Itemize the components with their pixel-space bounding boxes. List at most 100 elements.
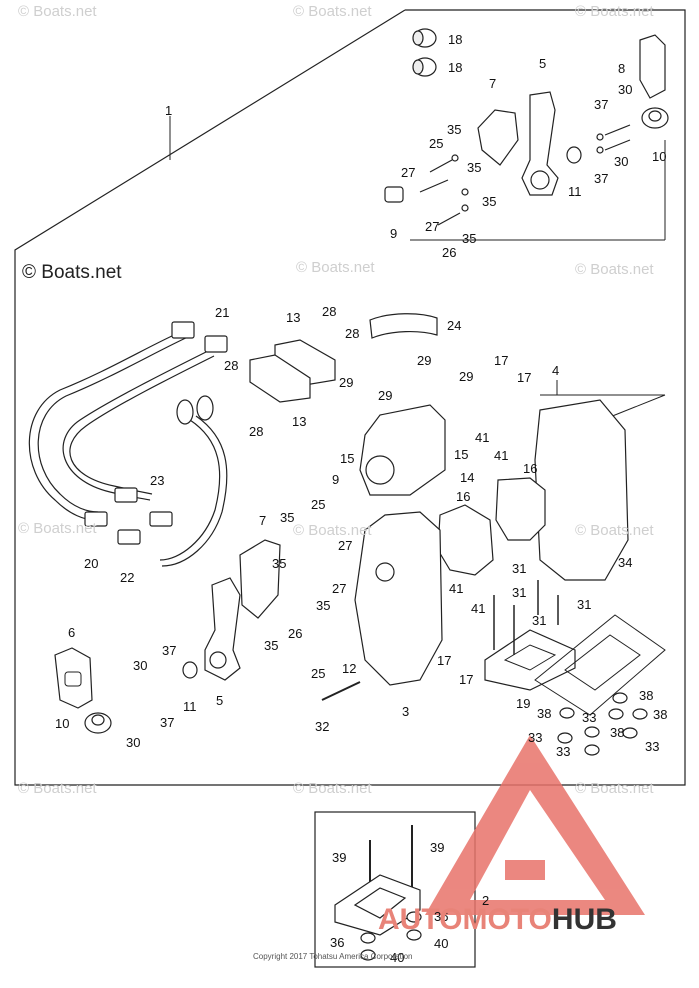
callout-label: 35 — [482, 194, 496, 209]
callout-label: 13 — [292, 414, 306, 429]
watermark-text: © Boats.net — [575, 3, 654, 20]
callout-label: 38 — [610, 725, 624, 740]
callout-label: 21 — [215, 305, 229, 320]
lever-8-icon — [639, 34, 666, 99]
callout-label: 17 — [459, 672, 473, 687]
callout-label: 35 — [264, 638, 278, 653]
callout-label: 41 — [494, 448, 508, 463]
callout-label: 35 — [447, 122, 461, 137]
callout-label: 33 — [528, 730, 542, 745]
callout-label: 38 — [639, 688, 653, 703]
callout-label: 34 — [618, 555, 632, 570]
callout-label: 18 — [448, 32, 462, 47]
callout-label: 31 — [532, 613, 546, 628]
callout-label: 35 — [467, 160, 481, 175]
callout-label: 35 — [272, 556, 286, 571]
callout-label: 11 — [183, 699, 197, 714]
callout-label: 28 — [322, 304, 336, 319]
callout-label: 27 — [332, 581, 346, 596]
callout-label: 29 — [459, 369, 473, 384]
bolt-32-icon — [321, 681, 361, 701]
callout-label: 7 — [259, 513, 266, 528]
callout-label: 37 — [162, 643, 176, 658]
brand-wordmark: AUTOMOTOHUB — [378, 903, 617, 937]
callout-label: 35 — [316, 598, 330, 613]
callout-label: 41 — [475, 430, 489, 445]
callout-label: 32 — [315, 719, 329, 734]
callout-label: 37 — [594, 171, 608, 186]
callout-label: 36 — [330, 935, 344, 950]
callout-label: 11 — [568, 184, 582, 199]
callout-label: 29 — [339, 375, 353, 390]
cap-9-icon — [384, 186, 404, 203]
callout-label: 18 — [448, 60, 462, 75]
bracket-13-icon — [249, 339, 336, 403]
watermark-text: © Boats.net — [575, 522, 654, 539]
callout-label: 3 — [402, 704, 409, 719]
brand-hub-text: HUB — [551, 903, 617, 936]
callout-label: 31 — [577, 597, 591, 612]
callout-label: 9 — [332, 472, 339, 487]
callout-label: 15 — [454, 447, 468, 462]
watermark-text: © Boats.net — [18, 780, 97, 797]
callout-label: 5 — [216, 693, 223, 708]
grommet-10b-icon — [84, 712, 112, 734]
callout-label: 33 — [582, 710, 596, 725]
control-body-3-icon — [354, 511, 443, 686]
callout-label: 30 — [126, 735, 140, 750]
callout-label: 40 — [390, 950, 404, 965]
watermark-text: © Boats.net — [575, 261, 654, 278]
callout-label: 26 — [442, 245, 456, 260]
gasket-plate-icon — [534, 614, 666, 716]
washer-11-icon — [566, 146, 582, 164]
callout-label: 14 — [460, 470, 474, 485]
callout-labels: 1 2 3 4 5 5 6 7 7 8 9 9 10 10 11 11 12 1… — [55, 32, 667, 965]
callout-label: 13 — [286, 310, 300, 325]
plate-16-icon — [495, 477, 546, 541]
callout-label: 30 — [614, 154, 628, 169]
callout-label: 29 — [417, 353, 431, 368]
callout-label: 23 — [150, 473, 164, 488]
callout-label: 35 — [280, 510, 294, 525]
callout-label: 30 — [133, 658, 147, 673]
callout-label: 17 — [437, 653, 451, 668]
grommet-10-icon — [641, 107, 669, 129]
watermark-text: © Boats.net — [293, 3, 372, 20]
cover-24-icon — [369, 313, 438, 339]
callout-label: 35 — [462, 231, 476, 246]
callout-label: 33 — [556, 744, 570, 759]
watermark-feature-text: © Boats.net — [22, 262, 122, 283]
callout-label: 17 — [494, 353, 508, 368]
screws-upper-icon — [419, 124, 631, 226]
callout-label: 10 — [652, 149, 666, 164]
callout-label: 16 — [456, 489, 470, 504]
brand-logo-icon — [425, 735, 645, 915]
watermark-text: © Boats.net — [293, 522, 372, 539]
assembly-border — [14, 9, 686, 786]
callout-label: 27 — [338, 538, 352, 553]
callout-label: 37 — [594, 97, 608, 112]
callout-label: 27 — [425, 219, 439, 234]
handle-grip-7b-icon — [239, 539, 281, 619]
callout-label: 33 — [645, 739, 659, 754]
copyright-text: Copyright 2017 Tohatsu America Corporati… — [253, 952, 413, 961]
callout-label: 38 — [653, 707, 667, 722]
callout-label: 28 — [345, 326, 359, 341]
callout-label: 17 — [517, 370, 531, 385]
bolts-31-icon — [493, 580, 559, 655]
callout-label: 30 — [618, 82, 632, 97]
handle-grip-7-icon — [477, 109, 519, 166]
callout-label: 1 — [165, 103, 172, 118]
callout-label: 10 — [55, 716, 69, 731]
connectors-icon — [84, 321, 228, 545]
watermark-text: © Boats.net — [575, 780, 654, 797]
callout-label: 16 — [523, 461, 537, 476]
callout-label: 31 — [512, 585, 526, 600]
watermark-text: © Boats.net — [293, 780, 372, 797]
callout-label: 19 — [516, 696, 530, 711]
callout-label: 28 — [249, 424, 263, 439]
plate-16b-icon — [437, 504, 494, 576]
callout-label: 36 — [434, 909, 448, 924]
callout-label: 5 — [539, 56, 546, 71]
